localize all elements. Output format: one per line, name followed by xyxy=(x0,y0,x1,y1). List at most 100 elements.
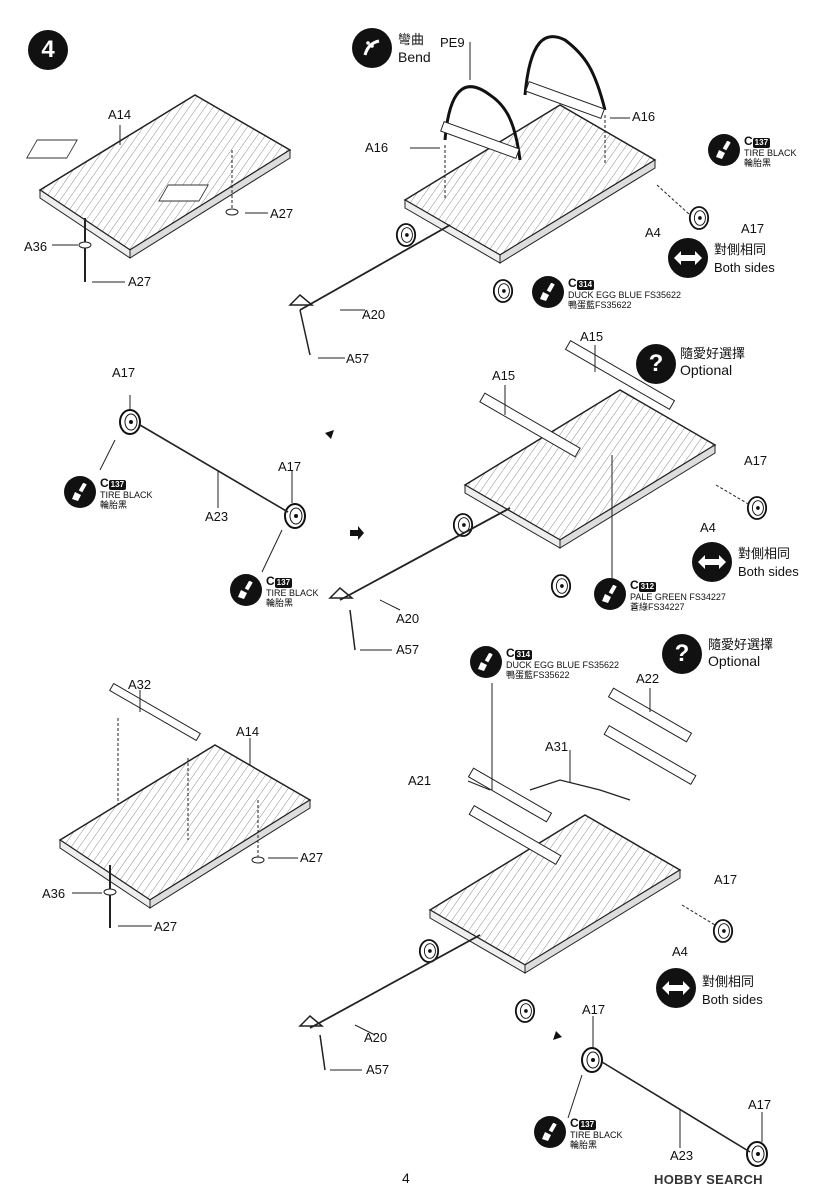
both-sides-label-zh: 對側相同 xyxy=(714,242,767,257)
paint-brush-icon xyxy=(708,134,740,166)
direction-arrow-icon xyxy=(350,526,364,540)
part-label-a57: A57 xyxy=(346,351,370,366)
part-label-a31: A31 xyxy=(545,739,569,754)
part-label-a17: A17 xyxy=(582,1002,606,1017)
part-label-a4: A4 xyxy=(672,944,688,959)
paint-brush-icon xyxy=(532,276,564,308)
part-label-a57: A57 xyxy=(366,1062,390,1077)
both-sides-label-zh: 對側相同 xyxy=(738,546,791,561)
both-sides-label-zh: 對側相同 xyxy=(702,974,755,989)
paint-name: DUCK EGG BLUE FS35622 xyxy=(568,290,682,300)
part-label-a17: A17 xyxy=(744,453,768,468)
part-label-a4: A4 xyxy=(700,520,716,535)
part-label-a36: A36 xyxy=(24,239,48,254)
paint-name: TIRE BLACK xyxy=(570,1130,623,1140)
part-label-a23: A23 xyxy=(205,509,229,524)
part-label-a23: A23 xyxy=(670,1148,694,1163)
part-label-a14: A14 xyxy=(108,107,132,122)
diagram-a23-axle-left xyxy=(99,395,307,573)
part-label-a17: A17 xyxy=(748,1097,772,1112)
paint-code: 137 xyxy=(752,138,771,148)
double-arrow-icon xyxy=(692,542,732,582)
part-label-a20: A20 xyxy=(364,1030,388,1045)
question-mark-icon: ? xyxy=(636,344,676,384)
part-label-a36: A36 xyxy=(42,886,66,901)
part-label-a20: A20 xyxy=(362,307,386,322)
optional-label-zh: 隨愛好選擇 xyxy=(680,346,746,361)
part-label-a14: A14 xyxy=(236,724,260,739)
part-label-a22: A22 xyxy=(636,671,660,686)
paint-name-zh: 鴨蛋藍FS35622 xyxy=(568,300,632,310)
page-number: 4 xyxy=(402,1170,410,1186)
diagram-a15-optional xyxy=(328,339,768,651)
both-sides-label-en: Both sides xyxy=(702,992,763,1007)
part-label-a20: A20 xyxy=(396,611,420,626)
part-label-a32: A32 xyxy=(128,677,152,692)
direction-arrow-icon xyxy=(553,1026,567,1040)
part-label-pe9: PE9 xyxy=(440,35,465,50)
part-label-a27: A27 xyxy=(300,850,324,865)
paint-brush-icon xyxy=(470,646,502,678)
part-label-a21: A21 xyxy=(408,773,432,788)
part-label-a4: A4 xyxy=(645,225,661,240)
paint-name: TIRE BLACK xyxy=(744,148,797,158)
question-mark-icon: ? xyxy=(662,634,702,674)
bend-icon xyxy=(352,28,392,68)
paint-name-zh: 鴨蛋藍FS35622 xyxy=(506,670,570,680)
diagram-a23-axle-right xyxy=(567,1016,769,1168)
diagram-a14-top xyxy=(25,94,292,283)
paint-name-zh: 輪胎黑 xyxy=(100,500,128,510)
paint-code: 314 xyxy=(576,280,595,290)
diagram-pe9-frame xyxy=(288,35,710,359)
paint-name: TIRE BLACK xyxy=(266,588,319,598)
bend-label-en: Bend xyxy=(398,49,431,65)
diagram-a32-bed xyxy=(58,682,312,928)
direction-arrow-icon xyxy=(320,430,334,444)
step-number: 4 xyxy=(41,36,55,63)
part-label-a15: A15 xyxy=(492,368,516,383)
part-label-a17: A17 xyxy=(112,365,136,380)
paint-name-zh: 輪胎黑 xyxy=(266,598,294,608)
both-sides-label-en: Both sides xyxy=(738,564,799,579)
bend-label-zh: 彎曲 xyxy=(398,32,425,47)
optional-label-en: Optional xyxy=(680,362,733,378)
paint-code: 137 xyxy=(274,578,293,588)
part-label-a17: A17 xyxy=(741,221,765,236)
paint-brush-icon xyxy=(230,574,262,606)
paint-brush-icon xyxy=(594,578,626,610)
watermark: HOBBY SEARCH xyxy=(654,1172,763,1187)
part-label-a17: A17 xyxy=(278,459,302,474)
part-label-a16: A16 xyxy=(632,109,656,124)
part-label-a17: A17 xyxy=(714,872,738,887)
diagram-a21-a22-optional xyxy=(298,683,734,1071)
part-label-a16: A16 xyxy=(365,140,389,155)
both-sides-label-en: Both sides xyxy=(714,260,775,275)
step-number-disc: 4 xyxy=(28,30,68,70)
paint-brush-icon xyxy=(534,1116,566,1148)
paint-code: 137 xyxy=(578,1120,597,1130)
paint-code: 314 xyxy=(514,650,533,660)
part-label-a57: A57 xyxy=(396,642,420,657)
optional-label-en: Optional xyxy=(708,653,761,669)
paint-name: TIRE BLACK xyxy=(100,490,153,500)
paint-name-zh: 輪胎黑 xyxy=(570,1140,598,1150)
optional-label-zh: 隨愛好選擇 xyxy=(708,637,774,652)
paint-code: 137 xyxy=(108,480,127,490)
part-label-a27: A27 xyxy=(128,274,152,289)
part-label-a27: A27 xyxy=(154,919,178,934)
double-arrow-icon xyxy=(656,968,696,1008)
paint-name: PALE GREEN FS34227 xyxy=(630,592,726,602)
paint-brush-icon xyxy=(64,476,96,508)
paint-code: 312 xyxy=(638,582,657,592)
paint-name-zh: 蒼綠FS34227 xyxy=(630,602,685,612)
paint-name: DUCK EGG BLUE FS35622 xyxy=(506,660,620,670)
